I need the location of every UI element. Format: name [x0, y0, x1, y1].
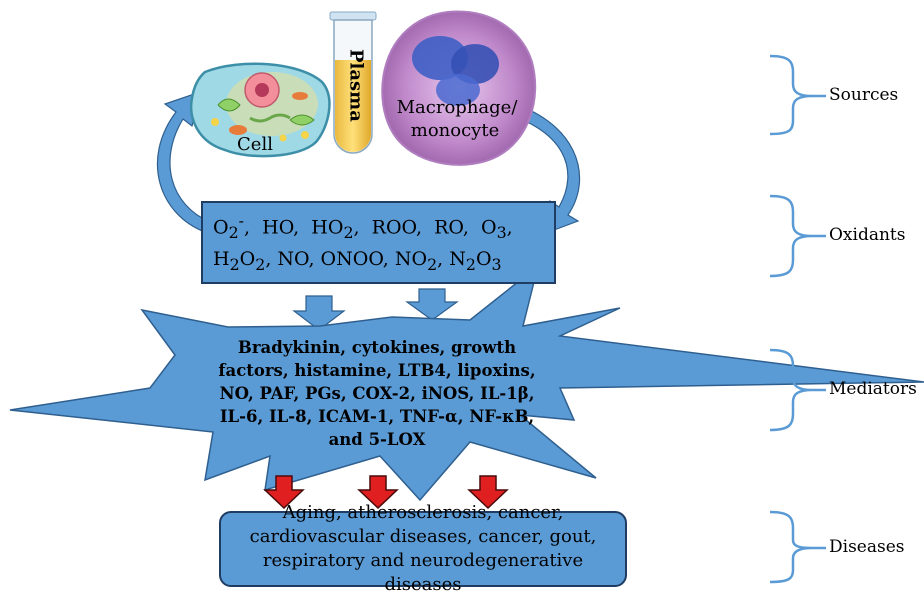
ox-sub: 2 — [229, 254, 240, 274]
oxidants-line-1: O2-, HO, HO2, ROO, RO, O3, — [213, 208, 554, 246]
plasma-label-wrap: Plasma — [336, 30, 376, 140]
oxidants-box: O2-, HO, HO2, ROO, RO, O3, H2O2, NO, ONO… — [201, 201, 556, 284]
macrophage-label-line2: monocyte — [411, 120, 499, 141]
bracket-mediators — [769, 348, 826, 432]
red-arrow-1 — [263, 475, 305, 510]
oxidants-line-2: H2O2, NO, ONOO, NO2, N2O3 — [213, 246, 554, 278]
ox-sub: 2 — [255, 254, 266, 274]
ox-sub: 3 — [496, 222, 507, 242]
ox-text: , N — [437, 247, 466, 270]
ox-sub: 2 — [228, 222, 239, 242]
mediators-starburst — [9, 264, 924, 502]
red-arrow-2 — [357, 475, 399, 510]
ox-sub: 2 — [343, 222, 354, 242]
ox-sub: 2 — [465, 254, 476, 274]
cell-illustration — [189, 62, 331, 158]
plasma-tube-illustration — [329, 11, 377, 154]
blue-arrow-1 — [292, 295, 346, 331]
ox-text: , ROO, RO, O — [353, 215, 497, 238]
diagram-canvas: Cell Macrophage/ monocyte — [9, 10, 924, 584]
mediators-text: Bradykinin, cytokines, growth factors, h… — [218, 338, 536, 449]
label-mediators: Mediators — [829, 379, 917, 399]
cell-label: Cell — [237, 134, 273, 155]
ox-text: O — [475, 247, 492, 270]
label-diseases: Diseases — [829, 537, 905, 557]
plasma-label: Plasma — [345, 48, 367, 122]
ox-text: , — [506, 215, 513, 238]
ox-text: , HO, HO — [244, 215, 344, 238]
ox-sub: 3 — [491, 254, 502, 274]
label-sources: Sources — [829, 85, 899, 105]
diseases-text: Aging, atherosclerosis, cancer, cardiova… — [249, 502, 597, 595]
bracket-sources — [769, 54, 826, 136]
ox-sup: - — [238, 210, 245, 230]
diseases-box: Aging, atherosclerosis, cancer, cardiova… — [219, 502, 627, 595]
bracket-diseases — [769, 510, 826, 584]
red-arrow-3 — [467, 475, 509, 510]
blue-arrow-2 — [405, 288, 459, 321]
ox-text: H — [213, 247, 230, 270]
ox-text: O — [239, 247, 256, 270]
bracket-oxidants — [769, 194, 826, 278]
macrophage-illustration — [381, 10, 537, 166]
label-oxidants: Oxidants — [829, 225, 906, 245]
ox-text: , NO, ONOO, NO — [265, 247, 428, 270]
ox-sub: 2 — [427, 254, 438, 274]
ox-o: O — [213, 215, 229, 238]
macrophage-label-line1: Macrophage/ — [397, 97, 519, 118]
